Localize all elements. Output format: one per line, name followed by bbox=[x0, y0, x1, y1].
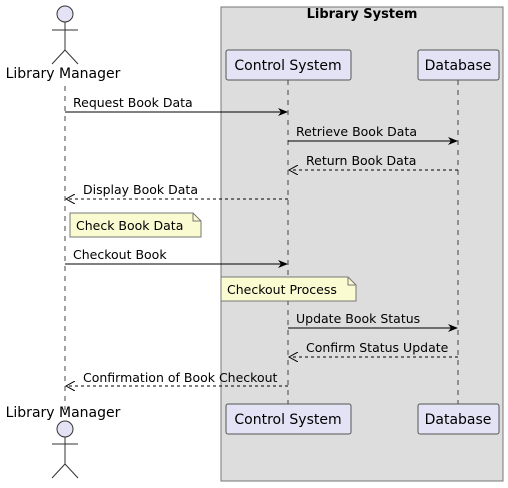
message-confirm-status-update: Confirm Status Update bbox=[289, 340, 458, 357]
message-label: Display Book Data bbox=[83, 182, 198, 197]
participant-control-system-bottom: Control System bbox=[225, 403, 352, 435]
participant-control-system-top: Control System bbox=[225, 49, 352, 81]
message-update-book-status: Update Book Status bbox=[288, 311, 458, 332]
participant-label: Control System bbox=[234, 58, 341, 74]
message-confirmation-of-book-checkout: Confirmation of Book Checkout bbox=[66, 370, 288, 386]
message-label: Confirmation of Book Checkout bbox=[83, 370, 278, 385]
library-system-box: Library System bbox=[220, 6, 504, 482]
message-label: Confirm Status Update bbox=[306, 340, 449, 355]
note-check-book-data: Check Book Data bbox=[69, 212, 202, 238]
message-retrieve-book-data: Retrieve Book Data bbox=[288, 124, 458, 145]
actor-library-manager-bottom: Library Manager bbox=[6, 405, 121, 479]
message-checkout-book: Checkout Book bbox=[65, 247, 288, 268]
note-checkout-process: Checkout Process bbox=[220, 276, 357, 302]
message-label: Retrieve Book Data bbox=[296, 124, 417, 139]
message-label: Update Book Status bbox=[296, 311, 420, 326]
actor-head-icon bbox=[56, 420, 74, 438]
participant-label: Database bbox=[425, 412, 492, 428]
participant-database-bottom: Database bbox=[417, 403, 500, 435]
message-label: Return Book Data bbox=[306, 153, 416, 168]
message-return-book-data: Return Book Data bbox=[289, 153, 458, 170]
actor-library-manager-top: Library Manager bbox=[6, 5, 121, 82]
message-display-book-data: Display Book Data bbox=[66, 182, 288, 199]
actor-label-top: Library Manager bbox=[6, 66, 121, 82]
actor-label-bottom: Library Manager bbox=[6, 405, 121, 421]
message-label: Checkout Book bbox=[73, 247, 167, 262]
participant-label: Database bbox=[425, 58, 492, 74]
box-title: Library System bbox=[307, 7, 418, 22]
participant-label: Control System bbox=[234, 412, 341, 428]
actor-head-icon bbox=[56, 5, 74, 23]
message-label: Request Book Data bbox=[73, 95, 193, 110]
note-label: Checkout Process bbox=[227, 282, 337, 297]
message-request-book-data: Request Book Data bbox=[65, 95, 288, 116]
participant-database-top: Database bbox=[417, 49, 500, 81]
note-label: Check Book Data bbox=[76, 218, 183, 233]
